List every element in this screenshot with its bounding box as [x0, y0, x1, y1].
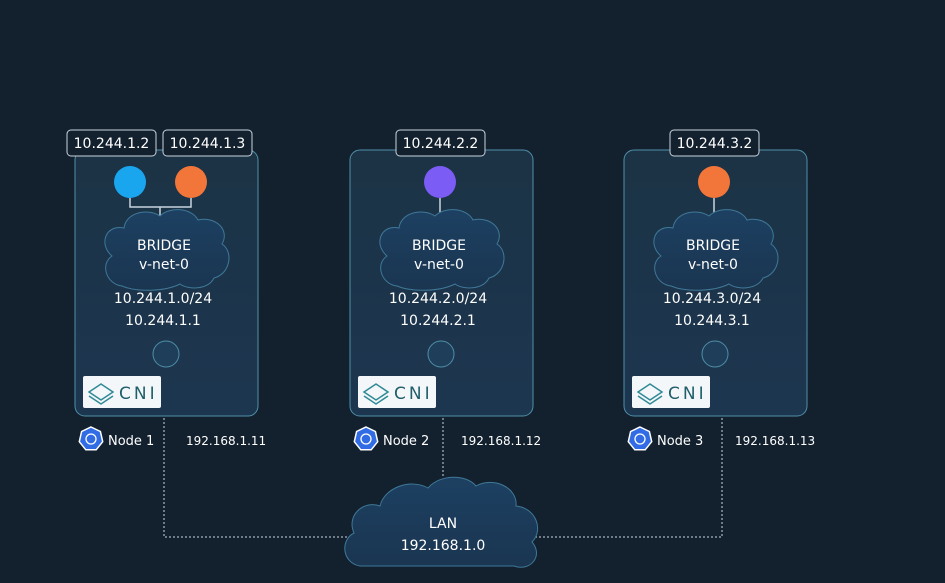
cni-icon: [87, 383, 115, 401]
kubernetes-icon: [78, 426, 104, 451]
cni-icon: [636, 383, 664, 401]
pod-ip-tag: [162, 129, 253, 157]
pod-ip-label: 10.244.2.2: [403, 136, 479, 152]
cni-label: CNI: [394, 384, 433, 404]
cni-logo: CNI: [358, 376, 436, 408]
node-name: Node 1: [108, 434, 154, 449]
cni-logo: CNI: [632, 376, 710, 408]
node-interface[interactable]: [427, 340, 455, 368]
bridge-title: BRIDGE: [686, 238, 740, 254]
cni-badge-bg: [632, 376, 710, 408]
pod-ip-label: 10.244.3.2: [677, 136, 753, 152]
node-host-ip: 192.168.1.13: [735, 434, 815, 448]
cni-label: CNI: [668, 384, 707, 404]
node-name: Node 3: [657, 434, 703, 449]
cni-badge-bg: [358, 376, 436, 408]
subnet-label: 10.244.2.0/24: [389, 291, 487, 307]
lan-link-node-1: [163, 418, 360, 538]
bridge-name: v-net-0: [688, 257, 738, 273]
cni-label: CNI: [119, 384, 158, 404]
gateway-label: 10.244.1.1: [125, 313, 201, 329]
lan-links: [163, 418, 723, 538]
subnet-label: 10.244.1.0/24: [114, 291, 212, 307]
lan-cidr: 192.168.1.0: [401, 538, 486, 554]
bridge-name: v-net-0: [139, 257, 189, 273]
lan-title: LAN: [429, 516, 457, 532]
node-host-ip: 192.168.1.11: [186, 434, 266, 448]
pod-1[interactable]: [424, 166, 456, 198]
bridge-cloud: [104, 209, 230, 291]
cni-logo: CNI: [83, 376, 161, 408]
node-interface[interactable]: [152, 340, 180, 368]
pod-1[interactable]: [114, 166, 146, 198]
bridge-title: BRIDGE: [412, 238, 466, 254]
pod-ip-tag: [395, 129, 486, 157]
lan-cloud: LAN 192.168.1.0: [344, 476, 538, 568]
node-interface[interactable]: [701, 340, 729, 368]
cni-badge-bg: [83, 376, 161, 408]
pod-ip-tag: [66, 129, 157, 157]
pod-1[interactable]: [698, 166, 730, 198]
pod-ip-label: 10.244.1.2: [74, 136, 150, 152]
lan-link-node-3: [528, 418, 723, 538]
pod-ip-label: 10.244.1.3: [170, 136, 246, 152]
cni-icon: [362, 383, 390, 401]
bridge-cloud: [379, 209, 505, 291]
node-name: Node 2: [383, 434, 429, 449]
bridge-cloud: [653, 209, 779, 291]
bridge-name: v-net-0: [414, 257, 464, 273]
pod-ip-tag: [669, 129, 760, 157]
node-host-ip: 192.168.1.12: [461, 434, 541, 448]
bridge-title: BRIDGE: [137, 238, 191, 254]
lan-cloud-shape: [344, 476, 538, 568]
subnet-label: 10.244.3.0/24: [663, 291, 761, 307]
gateway-label: 10.244.3.1: [674, 313, 750, 329]
pod-2[interactable]: [175, 166, 207, 198]
kubernetes-icon: [353, 426, 379, 451]
kubernetes-icon: [627, 426, 653, 451]
gateway-label: 10.244.2.1: [400, 313, 476, 329]
